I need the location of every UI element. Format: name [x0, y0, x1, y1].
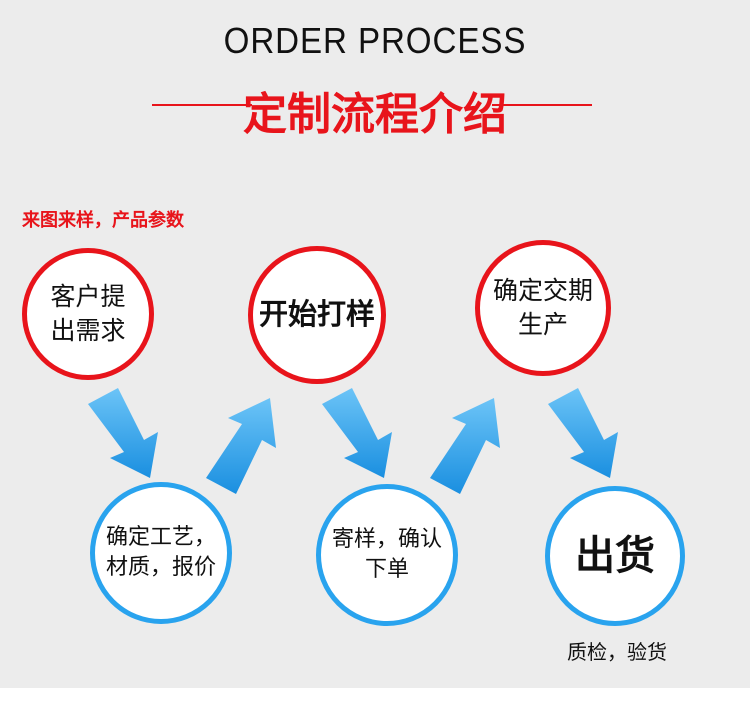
- arrow-down-2: [322, 388, 392, 478]
- step-2-line-2: 材质，报价: [105, 555, 216, 580]
- step-6-line-1: 出货: [575, 533, 655, 579]
- bottom-band: [0, 688, 750, 716]
- step-5-line-2: 生产: [517, 310, 568, 339]
- title-rule-right: [492, 104, 592, 106]
- step-1-line-1: 客户提: [50, 282, 126, 312]
- title-chinese: 定制流程介绍: [243, 89, 507, 140]
- step-3-line-1: 开始打样: [258, 297, 375, 332]
- step-1-line-2: 出需求: [50, 316, 126, 345]
- arrow-up-1: [206, 398, 276, 494]
- step-4-line-2: 下单: [364, 557, 409, 582]
- arrow-down-1: [88, 388, 158, 478]
- step-6-circle: 出货: [545, 486, 685, 626]
- step-1-note: 来图来样，产品参数: [22, 210, 184, 231]
- step-4-circle: 寄样，确认 下单: [316, 484, 458, 626]
- arrow-down-3: [548, 388, 618, 478]
- step-5-circle: 确定交期 生产: [475, 240, 611, 376]
- title-rule-left: [152, 104, 252, 106]
- step-2-line-1: 确定工艺，: [105, 525, 216, 551]
- step-4-line-1: 寄样，确认: [331, 527, 442, 553]
- step-1-circle: 客户提 出需求: [22, 248, 154, 380]
- step-5-line-1: 确定交期: [492, 276, 593, 306]
- step-3-circle: 开始打样: [248, 246, 386, 384]
- title-english: ORDER PROCESS: [223, 20, 527, 61]
- step-2-circle: 确定工艺， 材质，报价: [90, 482, 232, 624]
- step-6-note: 质检，验货: [567, 640, 667, 664]
- arrow-up-2: [430, 398, 500, 494]
